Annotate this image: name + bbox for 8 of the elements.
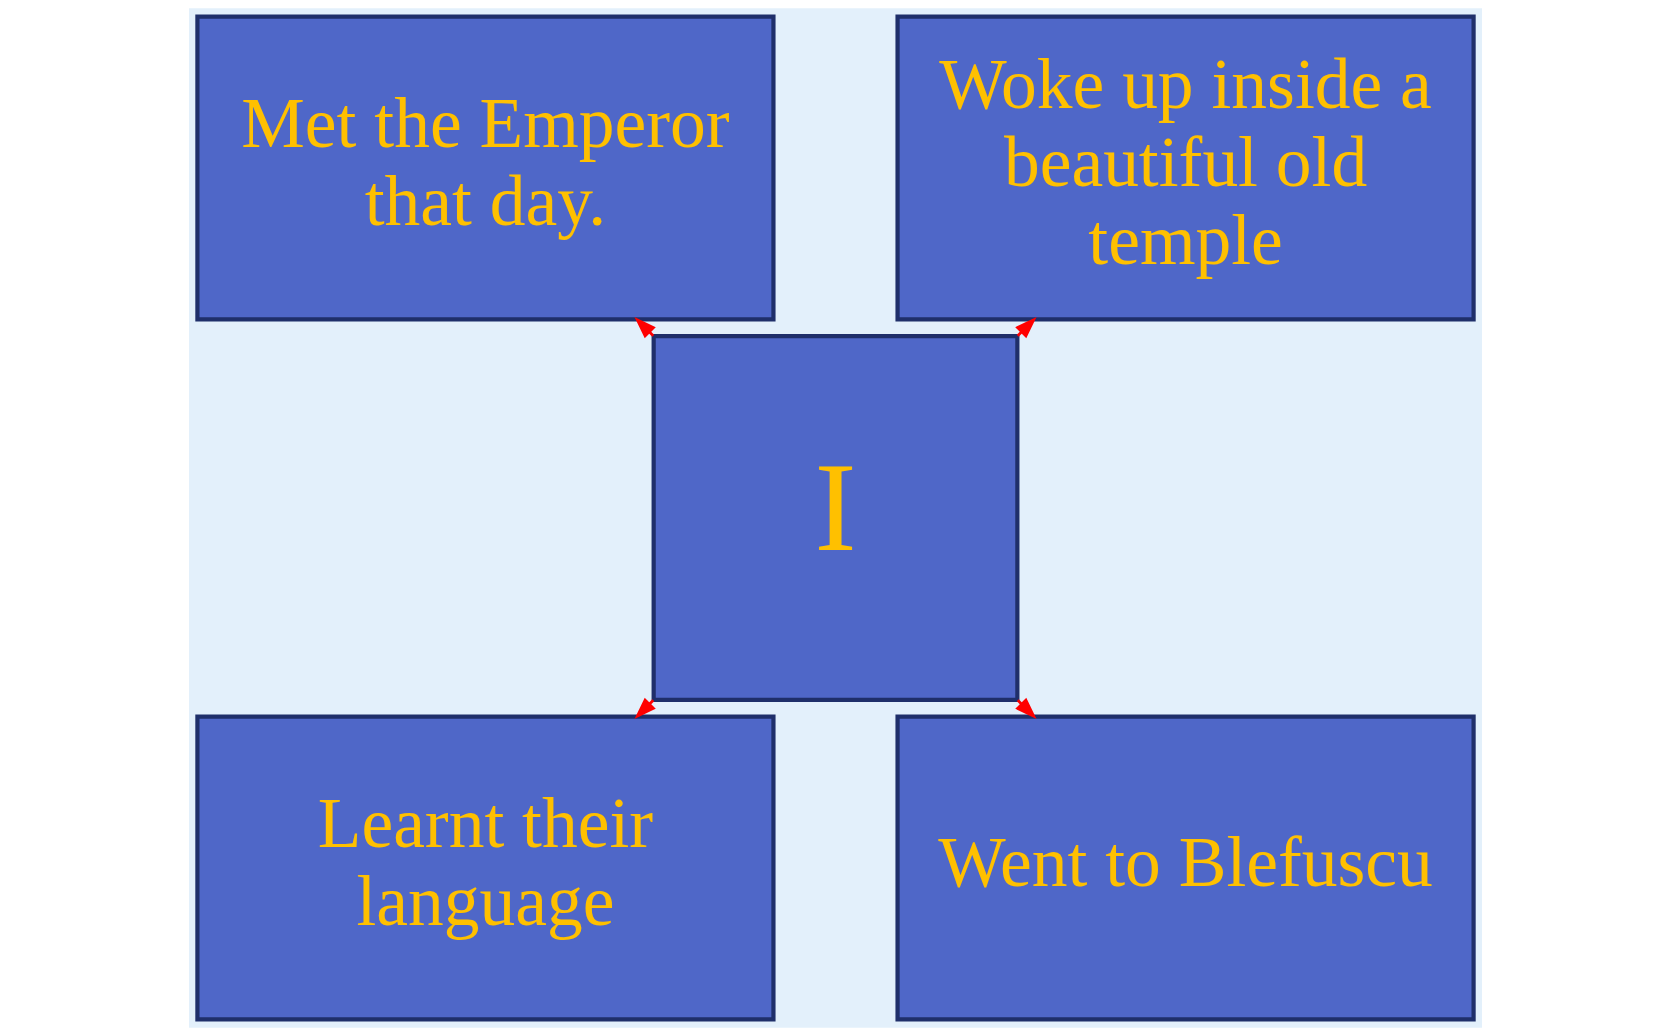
arrow [634, 316, 656, 339]
node-box: Learnt their language [195, 714, 776, 1022]
arrow [1015, 697, 1037, 720]
arrow [1015, 316, 1037, 339]
node-box: Woke up inside a beautiful old temple [895, 14, 1476, 322]
node-box: Met the Emperor that day. [195, 14, 776, 322]
node-box: Went to Blefuscu [895, 714, 1476, 1022]
node-box: I [651, 334, 1020, 702]
